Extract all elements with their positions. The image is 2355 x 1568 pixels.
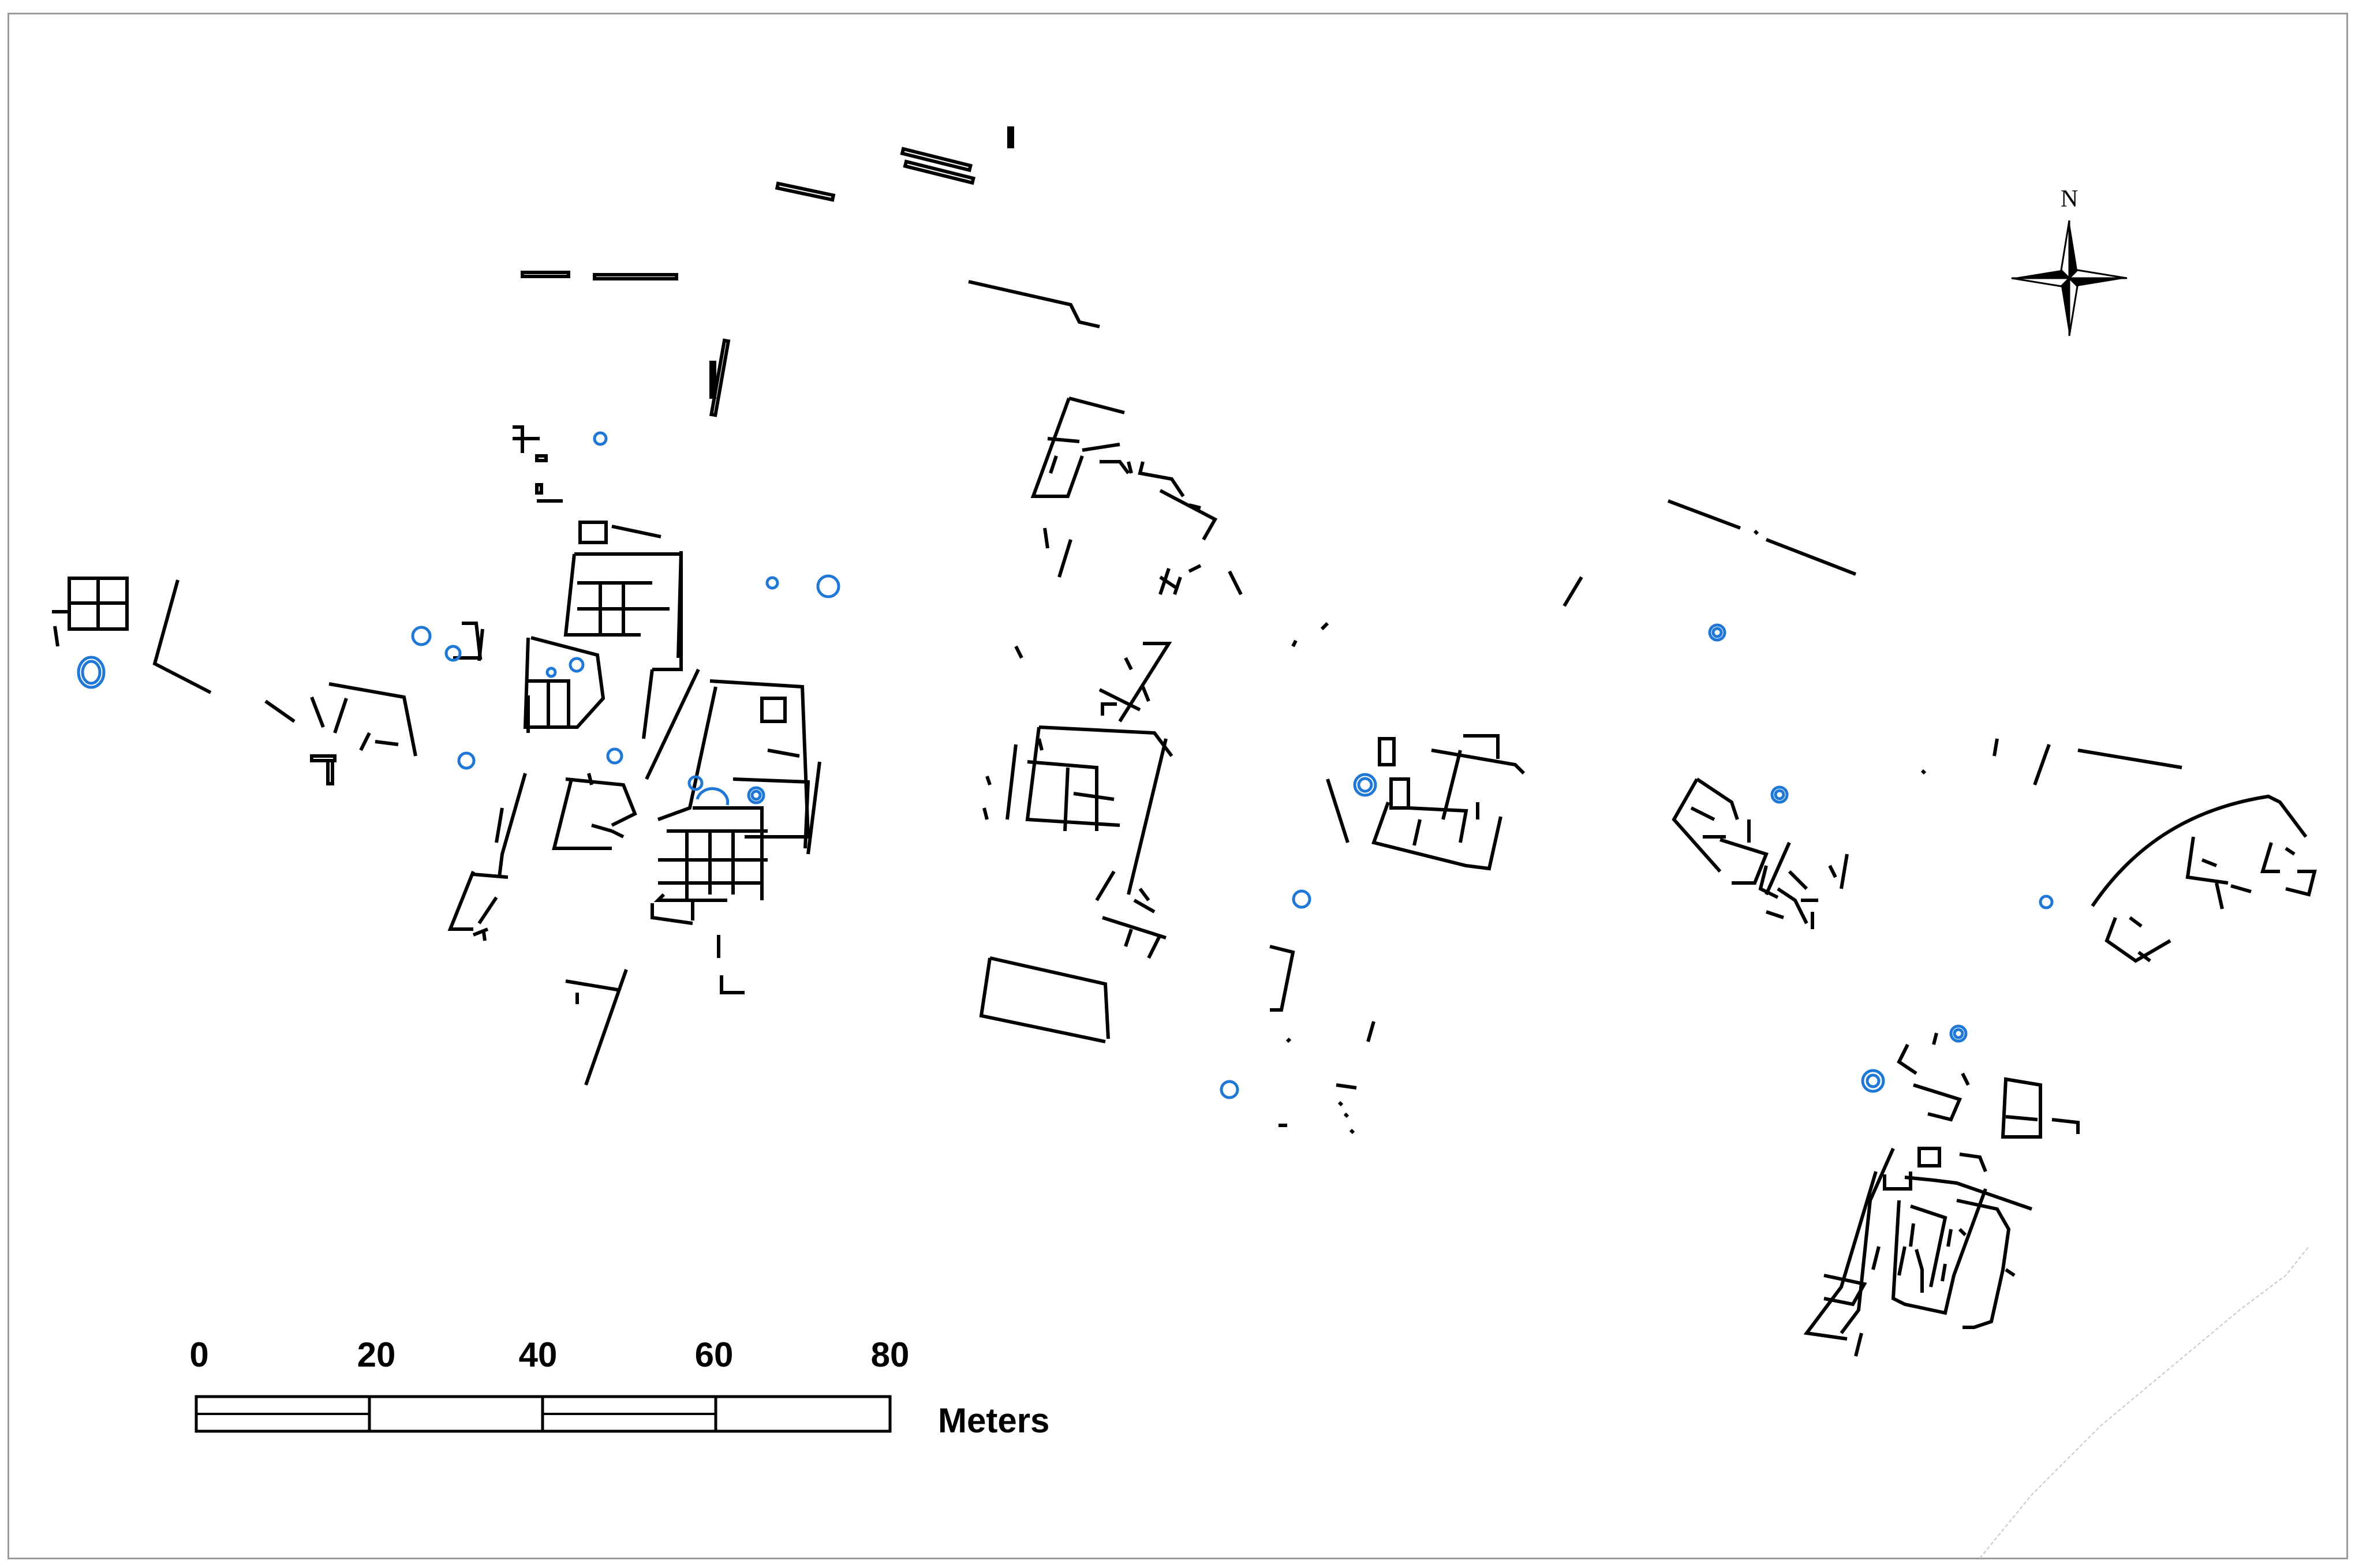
well-marker — [606, 747, 623, 765]
wall-group-east — [1672, 777, 1849, 929]
north-arrow-icon — [2011, 220, 2128, 336]
scale-tick-label: 40 — [519, 1335, 558, 1374]
scale-tick-label: 60 — [695, 1335, 734, 1374]
well-marker — [1953, 1028, 1964, 1039]
scale-tick-label: 80 — [871, 1335, 910, 1374]
scale-unit-label: Meters — [938, 1401, 1049, 1440]
well-marker — [1774, 789, 1785, 800]
well-marker — [1770, 785, 1789, 804]
well-marker — [411, 626, 432, 646]
wall-group-southeast — [1803, 1032, 2080, 1357]
well-marker — [569, 657, 585, 673]
wall-group-central — [979, 396, 1375, 1135]
well-marker — [593, 431, 608, 446]
well-marker — [765, 576, 779, 590]
well-marker — [1357, 777, 1373, 793]
well-marker — [545, 667, 557, 678]
wall-group-northeast — [1562, 499, 2182, 786]
scale-bar — [195, 1395, 892, 1433]
scale-tick-label: 0 — [189, 1335, 208, 1374]
well-marker — [81, 660, 102, 685]
well-marker — [444, 645, 462, 662]
wall-group-far-east — [2091, 794, 2317, 963]
well-marker — [747, 786, 765, 804]
well-marker — [1353, 773, 1377, 797]
map-frame — [8, 13, 2348, 1559]
well-marker — [1861, 1069, 1885, 1093]
well-marker — [696, 787, 730, 806]
well-marker — [1708, 623, 1726, 642]
scale-tick-label: 20 — [357, 1335, 396, 1374]
well-marker — [750, 789, 762, 801]
wall-group-central-west — [447, 425, 821, 1086]
well-marker — [816, 574, 840, 598]
well-marker — [1220, 1080, 1239, 1099]
wall-group-east-central — [1326, 734, 1526, 871]
wall-remains — [52, 126, 2317, 1357]
wall-group-north — [521, 126, 1100, 417]
well-marker — [1711, 627, 1723, 638]
coastline-line — [1979, 1246, 2309, 1559]
well-marker — [457, 751, 476, 770]
wall-group-west — [52, 577, 483, 785]
well-marker — [687, 775, 704, 791]
well-marker — [1866, 1073, 1881, 1088]
well-features — [77, 431, 2054, 1099]
well-marker — [2039, 895, 2054, 910]
north-label: N — [2061, 186, 2078, 212]
well-marker — [77, 656, 106, 689]
well-marker — [1292, 889, 1311, 909]
well-marker — [1949, 1024, 1968, 1043]
